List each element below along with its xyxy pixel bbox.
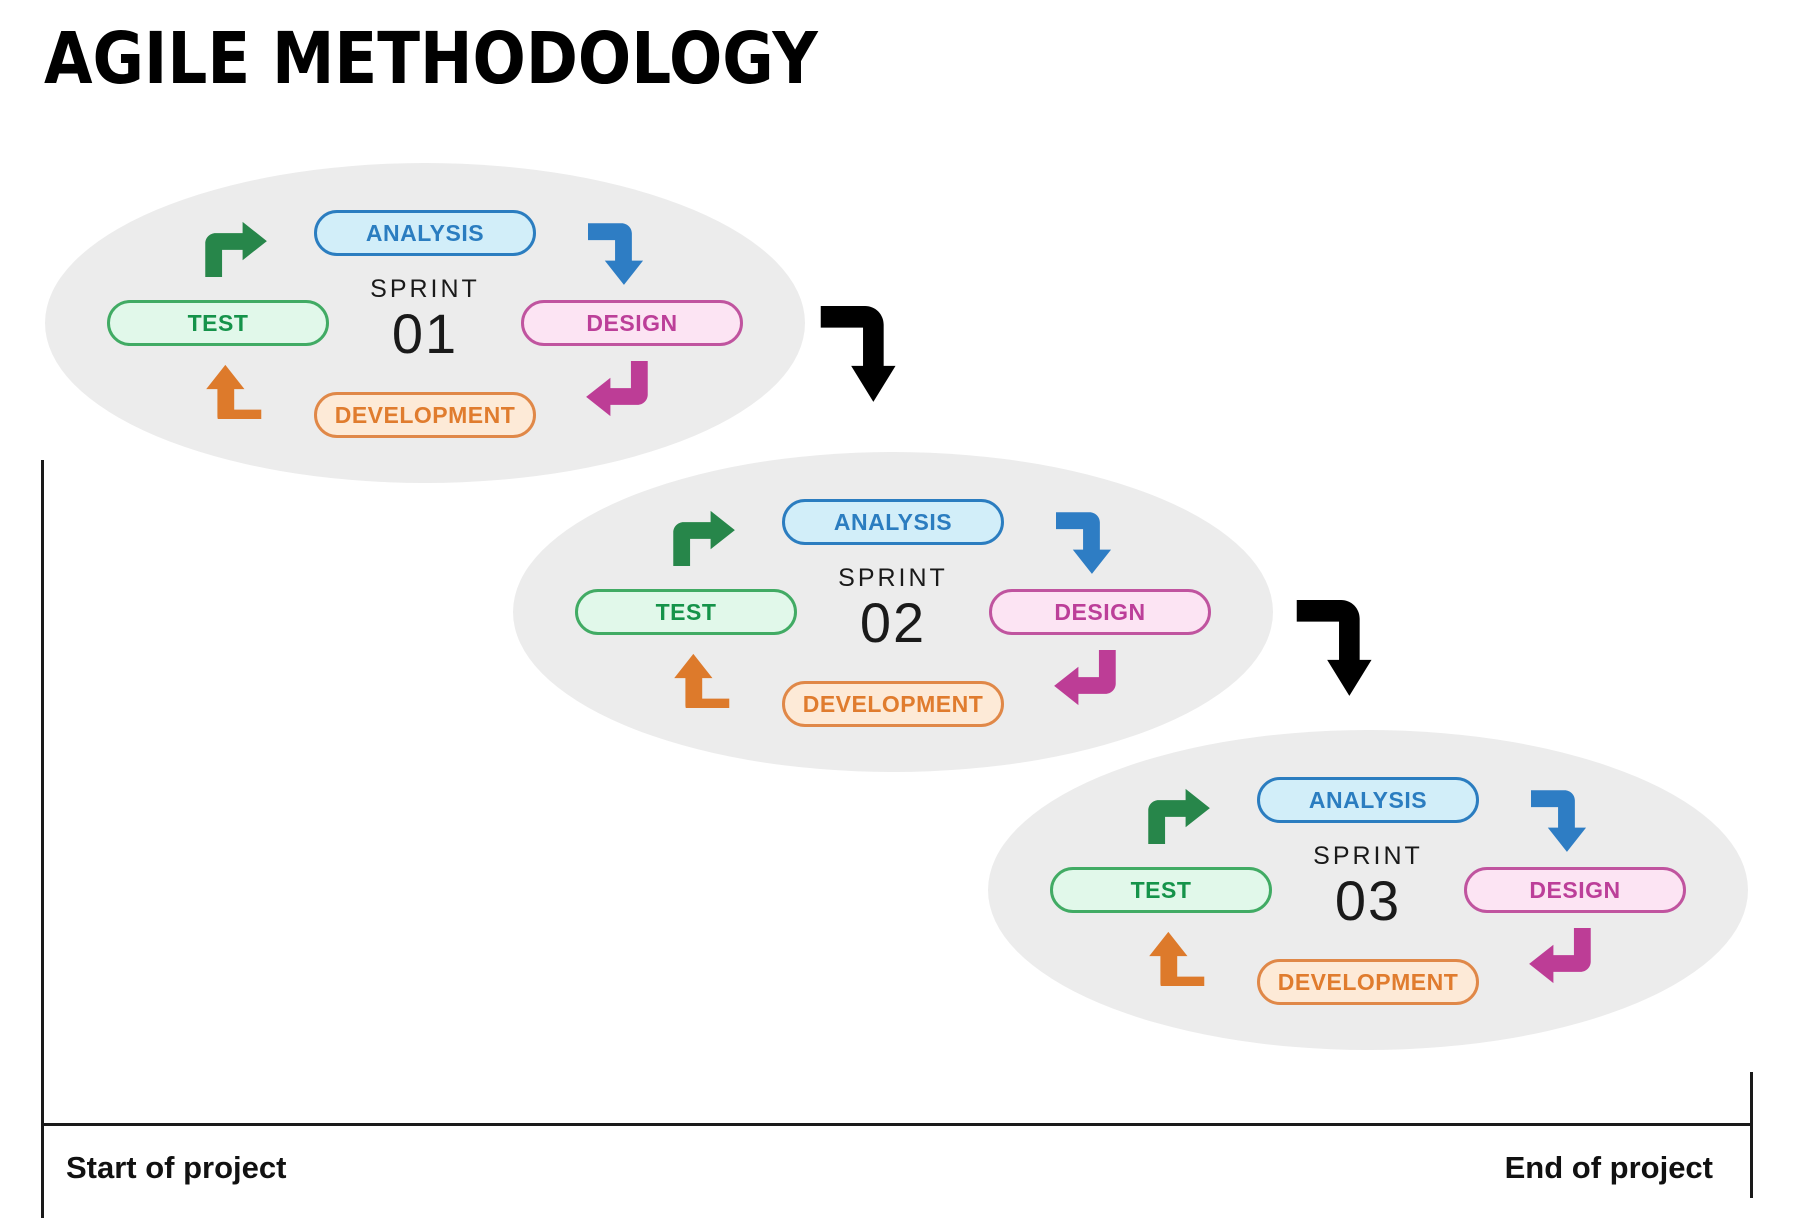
design-stage-label: DESIGN	[586, 309, 678, 336]
sprint-number: 02	[859, 591, 927, 654]
design-stage-label: DESIGN	[1529, 876, 1621, 903]
analysis-stage-pill: ANALYSIS	[1257, 777, 1479, 823]
flow-arrow-icon	[820, 306, 904, 404]
timeline-axis-right-line	[1750, 1072, 1753, 1198]
turn-up-arrow-icon	[673, 652, 737, 716]
development-stage-pill: DEVELOPMENT	[314, 392, 536, 438]
turn-left-arrow-icon	[1052, 650, 1116, 706]
sprint-label: SPRINT	[370, 275, 480, 303]
test-stage-label: TEST	[655, 598, 717, 625]
sprint-number: 01	[391, 302, 459, 365]
sprint-number: 03	[1334, 869, 1402, 932]
analysis-stage-label: ANALYSIS	[1308, 786, 1428, 813]
timeline-end-label: End of project	[1504, 1150, 1713, 1185]
timeline-axis-left-line	[41, 460, 44, 1218]
analysis-stage-pill: ANALYSIS	[314, 210, 536, 256]
turn-right-arrow-icon	[673, 510, 737, 566]
turn-right-arrow-icon	[205, 221, 269, 277]
turn-down-arrow-icon	[1056, 512, 1112, 576]
sprint-3-cycle: ANALYSIS TEST SPRINT 03 DESIGN DEVELOPME…	[988, 730, 1748, 1050]
sprint-label: SPRINT	[838, 564, 948, 592]
development-stage-pill: DEVELOPMENT	[1257, 959, 1479, 1005]
turn-left-arrow-icon	[584, 361, 648, 417]
turn-up-arrow-icon	[205, 363, 269, 427]
design-stage-pill: DESIGN	[989, 589, 1211, 635]
test-stage-label: TEST	[1130, 876, 1192, 903]
flow-arrow-icon	[1296, 600, 1380, 698]
analysis-stage-pill: ANALYSIS	[782, 499, 1004, 545]
analysis-stage-label: ANALYSIS	[365, 219, 485, 246]
sprint-1-cycle: ANALYSIS TEST SPRINT 01 DESIGN DEVELOPME…	[45, 163, 805, 483]
turn-right-arrow-icon	[1148, 788, 1212, 844]
development-stage-pill: DEVELOPMENT	[782, 681, 1004, 727]
development-stage-label: DEVELOPMENT	[334, 401, 516, 428]
test-stage-pill: TEST	[1050, 867, 1272, 913]
turn-up-arrow-icon	[1148, 930, 1212, 994]
test-stage-label: TEST	[187, 309, 249, 336]
page-title: AGILE METHODOLOGY	[44, 18, 818, 101]
turn-left-arrow-icon	[1527, 928, 1591, 984]
test-stage-pill: TEST	[107, 300, 329, 346]
sprint-label: SPRINT	[1313, 842, 1423, 870]
design-stage-pill: DESIGN	[1464, 867, 1686, 913]
analysis-stage-label: ANALYSIS	[833, 508, 953, 535]
development-stage-label: DEVELOPMENT	[1277, 968, 1459, 995]
turn-down-arrow-icon	[588, 223, 644, 287]
sprint-2-cycle: ANALYSIS TEST SPRINT 02 DESIGN DEVELOPME…	[513, 452, 1273, 772]
timeline-start-label: Start of project	[66, 1150, 287, 1185]
turn-down-arrow-icon	[1531, 790, 1587, 854]
development-stage-label: DEVELOPMENT	[802, 690, 984, 717]
design-stage-label: DESIGN	[1054, 598, 1146, 625]
timeline-axis-baseline	[41, 1123, 1753, 1126]
test-stage-pill: TEST	[575, 589, 797, 635]
design-stage-pill: DESIGN	[521, 300, 743, 346]
